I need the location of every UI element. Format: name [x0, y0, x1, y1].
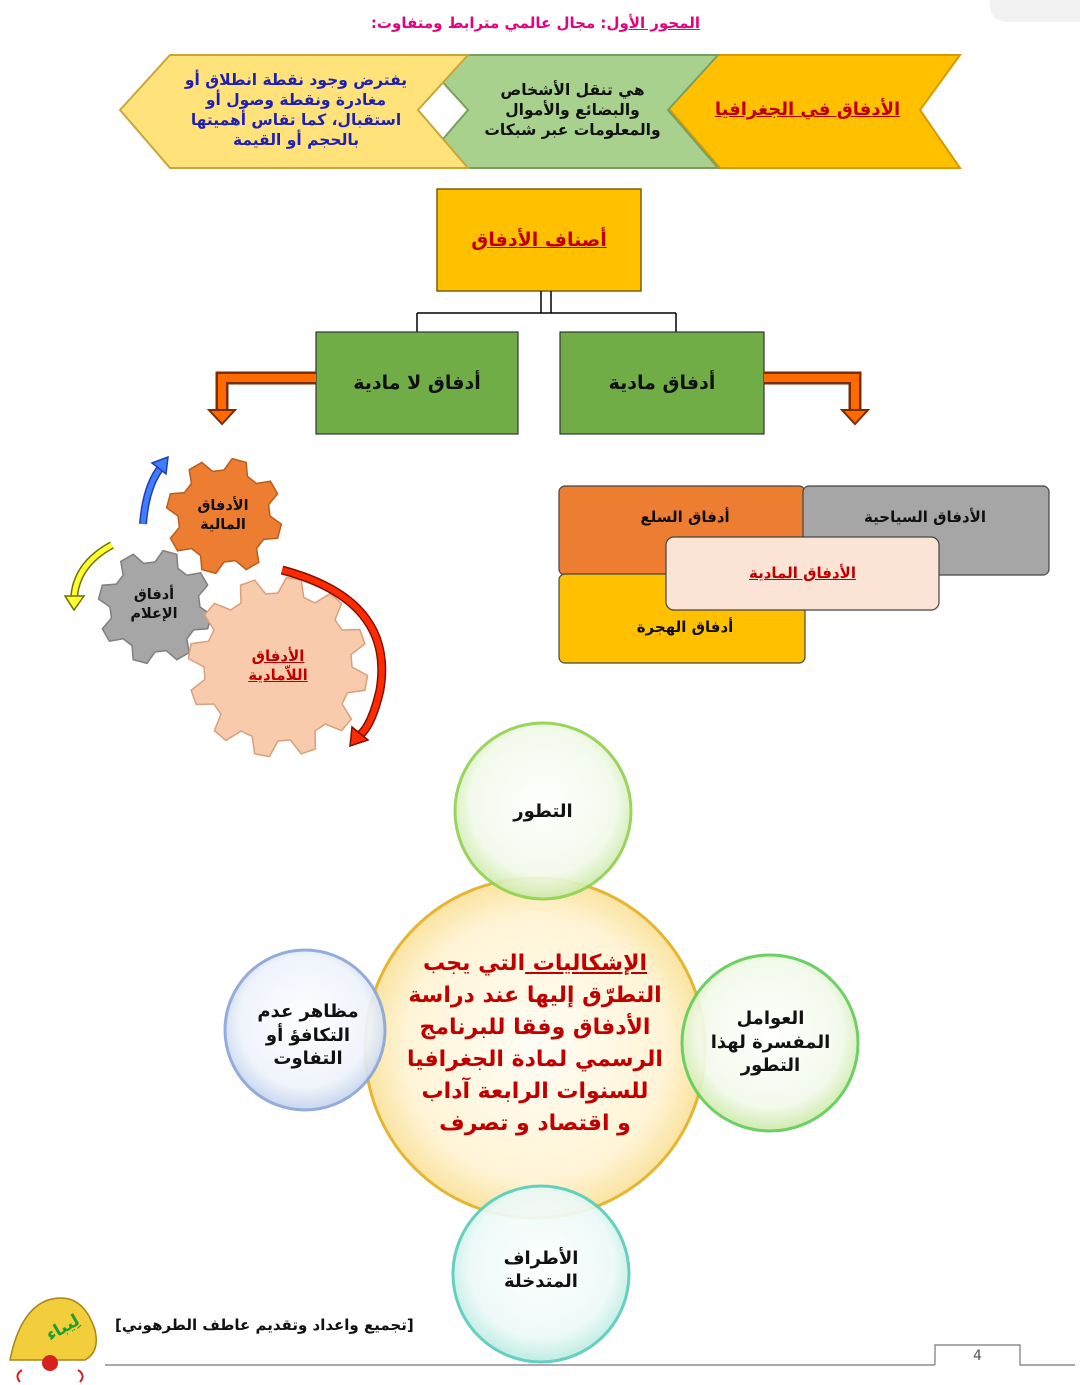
immaterial-main-text: الأدفاق اللاّمادية — [248, 646, 308, 685]
bottom-bubble-text: الأطراف المتدخلة — [503, 1247, 579, 1292]
root-text: أصناف الأدفاق — [471, 228, 607, 251]
immaterial-text: أدفاق لا مادية — [353, 371, 481, 394]
chevron-condition — [118, 54, 471, 169]
gears-cluster — [97, 457, 369, 758]
material-center-text: الأدفاق المادية — [749, 563, 856, 582]
chevron-definition-text: هي تنقل الأشخاص والبضائع والأموال والمعل… — [484, 80, 661, 140]
immaterial-box — [315, 331, 519, 435]
red-arrow — [349, 725, 370, 748]
yellow-arrow — [63, 595, 86, 612]
center-bubble-line: و اقتصاد و تصرف — [439, 1111, 631, 1136]
media-gear-icon — [97, 549, 213, 665]
goods-text: أدفاق السلع — [640, 508, 730, 527]
title-label: المحور الأول — [606, 14, 700, 32]
logo-icon — [9, 1297, 97, 1383]
center-bubble-line: الرسمي لمادة الجغرافيا — [407, 1047, 663, 1072]
center-bubble-line: الأدفاق وفقا للبرنامج — [419, 1015, 651, 1040]
center-bubble-text: الإشكاليات التي يجب التطرّق إليها عند درا… — [405, 948, 665, 1140]
left-bubble-text: مظاهر عدم التكافؤ أو التفاوت — [257, 1001, 359, 1070]
material-center-box — [665, 536, 940, 611]
center-bubble-line: للسنوات الرابعة آداب — [421, 1079, 649, 1104]
top-bubble-text: التطور — [513, 801, 573, 823]
center-bubble-line: الإشكاليات التي يجب — [423, 951, 647, 976]
chevron-term-text: الأدفاق في الجغرافيا — [714, 99, 901, 121]
right-bubble-text: العوامل المفسرة لهذا التطور — [710, 1008, 831, 1077]
chevron-condition-text: يفترض وجود نقطة انطلاق أو مغادرة ونقطة و… — [184, 70, 408, 150]
center-bubble-line: التطرّق إليها عند دراسة — [408, 983, 662, 1008]
chevron-definition — [415, 54, 721, 169]
media-text: أدفاق الإعلام — [130, 587, 178, 622]
tourism-text: الأدفاق السياحية — [864, 508, 986, 527]
page-number: 4 — [973, 1348, 982, 1364]
root-box — [436, 188, 642, 292]
right-bubble — [680, 953, 860, 1133]
top-bubble — [453, 721, 633, 901]
chevron-term — [669, 54, 962, 169]
title-rest: : مجال عالمي مترابط ومتفاوت: — [370, 14, 607, 32]
immaterial-gear-icon — [187, 576, 369, 758]
material-text: أدفاق مادية — [608, 371, 716, 394]
blue-arrow — [150, 455, 169, 476]
migration-text: أدفاق الهجرة — [636, 618, 734, 637]
financial-gear-icon — [165, 457, 283, 575]
left-bubble — [223, 948, 387, 1112]
footer-credit: [تجميع واعداد وتقديم عاطف الطرهوني] — [115, 1316, 414, 1334]
page-title: المحور الأول: مجال عالمي مترابط ومتفاوت: — [300, 14, 700, 34]
financial-text: الأدفاق المالية — [197, 498, 249, 533]
material-box — [559, 331, 765, 435]
bottom-bubble — [451, 1184, 631, 1364]
corner-tab — [990, 0, 1080, 22]
